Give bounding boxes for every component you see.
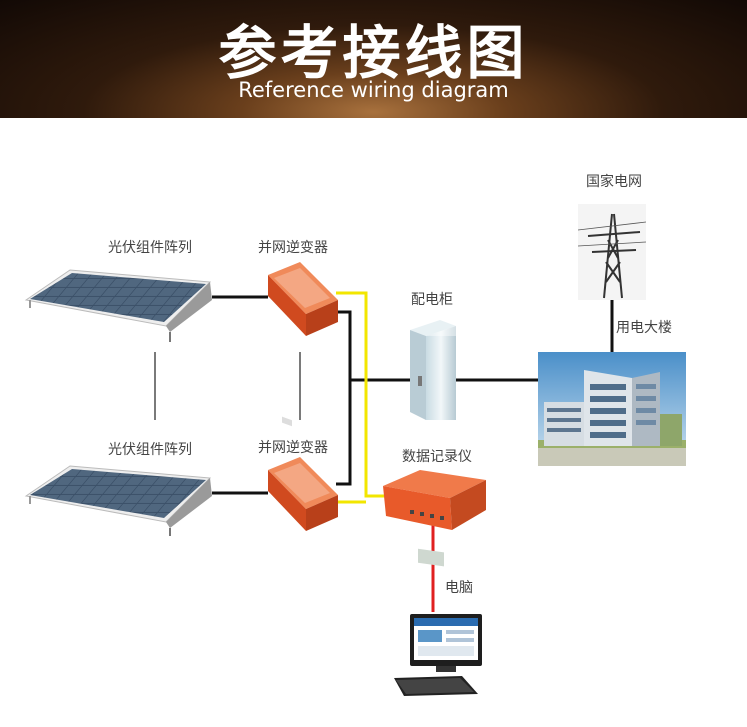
page-subtitle: Reference wiring diagram [238, 78, 509, 102]
data-logger-label: 数据记录仪 [402, 449, 472, 465]
power-lines [212, 295, 614, 495]
transmission-tower [577, 204, 647, 300]
data-logger [383, 470, 486, 567]
pv-array-bottom-label: 光伏组件阵列 [108, 442, 192, 458]
inverter-bottom [268, 457, 338, 531]
pv-array-top [24, 269, 212, 342]
array-separators [154, 352, 301, 420]
page-title: 参考接线图 [218, 19, 529, 87]
inverter-bottom-label: 并网逆变器 [258, 440, 328, 456]
computer [394, 614, 482, 696]
computer-label: 电脑 [445, 580, 473, 596]
distribution-cabinet-label: 配电柜 [411, 292, 453, 308]
office-building-label: 用电大楼 [616, 320, 672, 336]
pv-array-bottom [24, 465, 212, 536]
office-building [538, 352, 686, 466]
data-line-top [336, 291, 386, 498]
ac-line-top [336, 310, 410, 382]
national-grid-label: 国家电网 [586, 173, 642, 190]
inverter-top [268, 262, 338, 427]
header-banner: 参考接线图 Reference wiring diagram [0, 0, 747, 118]
ac-line-bottom [336, 380, 352, 486]
distribution-cabinet [410, 320, 456, 420]
data-lines [336, 291, 386, 504]
inverter-top-label: 并网逆变器 [258, 240, 328, 256]
pv-array-top-label: 光伏组件阵列 [108, 240, 192, 256]
